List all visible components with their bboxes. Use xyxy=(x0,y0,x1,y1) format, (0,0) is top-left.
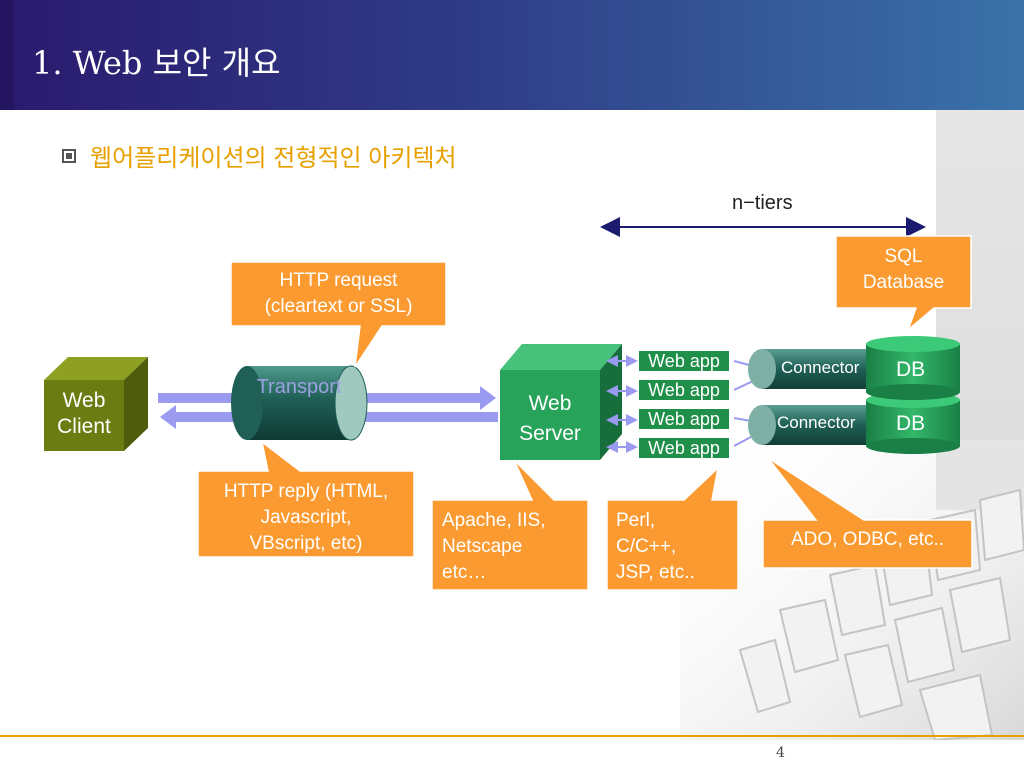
callout-server-examples xyxy=(431,459,589,591)
footer-divider xyxy=(0,735,1024,737)
web-app-box-2: Web app xyxy=(638,379,730,401)
title-bar-accent xyxy=(0,0,14,110)
callout-sql-database-text: SQL Database xyxy=(862,246,945,293)
callout-connector-examples xyxy=(762,457,973,569)
db-label-1: DB xyxy=(896,358,926,381)
web-server-label: Web Server xyxy=(519,392,581,445)
callout-sql-database xyxy=(835,235,972,333)
title-bar: 1. Web 보안 개요 xyxy=(0,0,1024,110)
callout-server-examples-text: Apache, IIS, Netscape etc… xyxy=(442,510,546,583)
transport-cylinder xyxy=(231,365,368,441)
web-app-box-4: Web app xyxy=(638,437,730,459)
connector-label-2: Connector xyxy=(777,413,856,432)
slide-title: 1. Web 보안 개요 xyxy=(32,44,281,82)
connector-label-1: Connector xyxy=(781,358,860,377)
callout-app-languages xyxy=(606,465,739,591)
callout-connector-examples-text: ADO, ODBC, etc.. xyxy=(790,529,945,550)
callout-http-request-text: HTTP request (cleartext or SSL) xyxy=(264,270,413,317)
web-client-cube xyxy=(44,357,148,451)
web-server-box xyxy=(500,344,622,460)
callout-http-request xyxy=(230,261,447,368)
page-number: 4 xyxy=(776,745,785,761)
connector-cylinder-2 xyxy=(748,405,888,445)
callout-app-languages-text: Perl, C/C++, JSP, etc.. xyxy=(616,510,695,583)
callout-http-reply-text: HTTP reply (HTML, Javascript, VBscript, … xyxy=(223,481,389,554)
web-app-box-1: Web app xyxy=(638,350,730,372)
db-label-2: DB xyxy=(896,412,926,435)
slide-subtitle: 웹어플리케이션의 전형적인 아키텍처 xyxy=(90,145,457,172)
callout-http-reply xyxy=(197,440,415,558)
server-app-arrows xyxy=(606,355,638,453)
transport-label: Transport xyxy=(256,376,342,398)
subtitle-row: 웹어플리케이션의 전형적인 아키텍처 xyxy=(62,138,457,173)
web-app-box-3: Web app xyxy=(638,408,730,430)
web-client-label: Web Client xyxy=(57,389,111,438)
square-bullet-icon xyxy=(62,148,76,163)
ntiers-label: n−tiers xyxy=(732,192,793,214)
db-cylinder-1 xyxy=(866,336,960,400)
